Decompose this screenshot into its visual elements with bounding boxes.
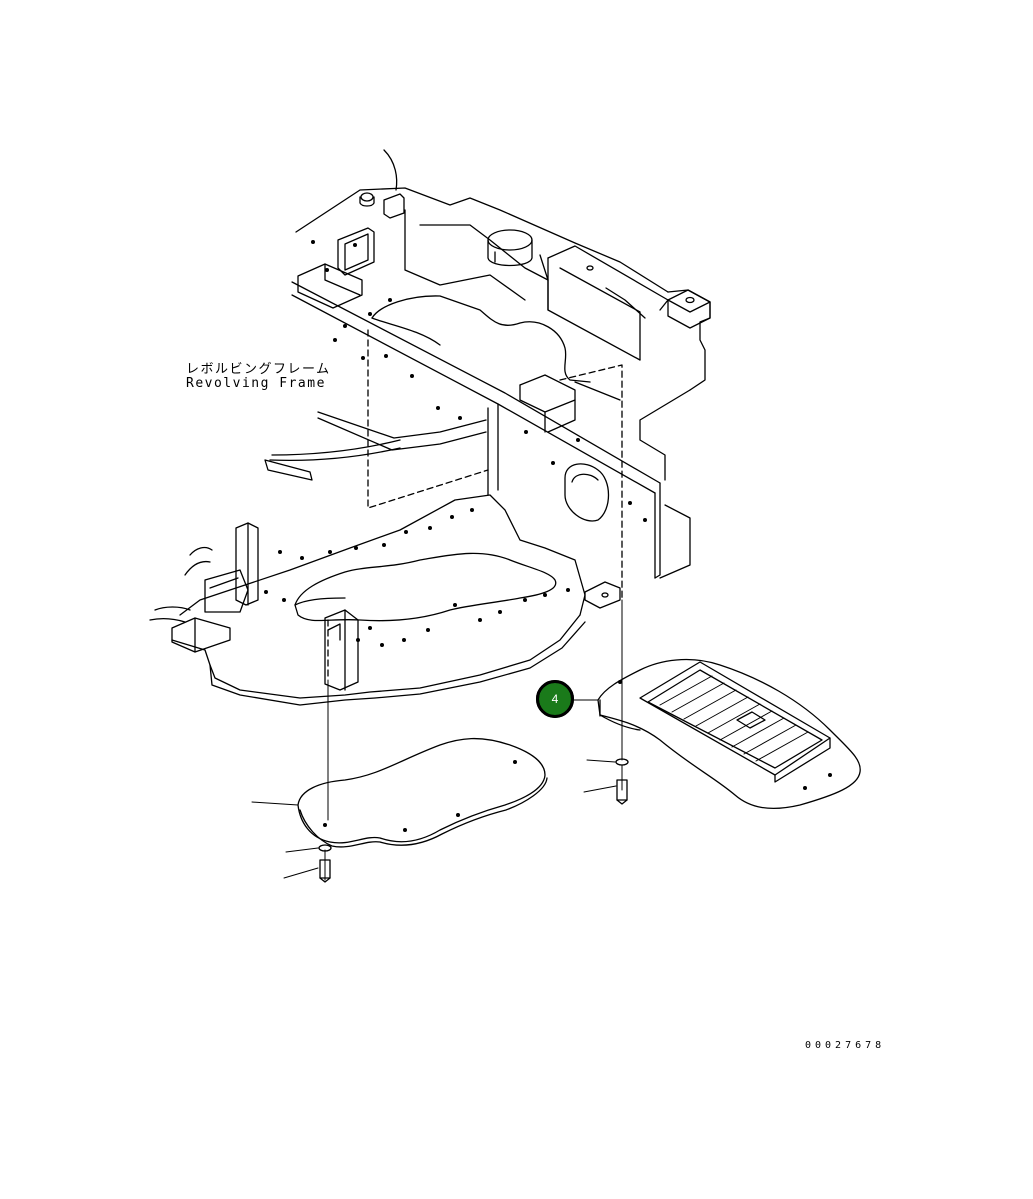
right-under-cover <box>573 658 861 810</box>
alignment-lines <box>327 329 623 681</box>
left-fasteners <box>283 844 332 883</box>
part-name-japanese: レボルビングフレーム <box>186 362 331 377</box>
revolving-frame <box>149 149 711 706</box>
callout-4-number: 4 <box>551 692 559 706</box>
part-name-english: Revolving Frame <box>186 376 326 391</box>
callout-4[interactable]: 4 <box>536 680 574 718</box>
right-fasteners <box>583 599 629 805</box>
document-number: 00027678 <box>805 1040 886 1051</box>
left-under-cover <box>251 679 548 848</box>
